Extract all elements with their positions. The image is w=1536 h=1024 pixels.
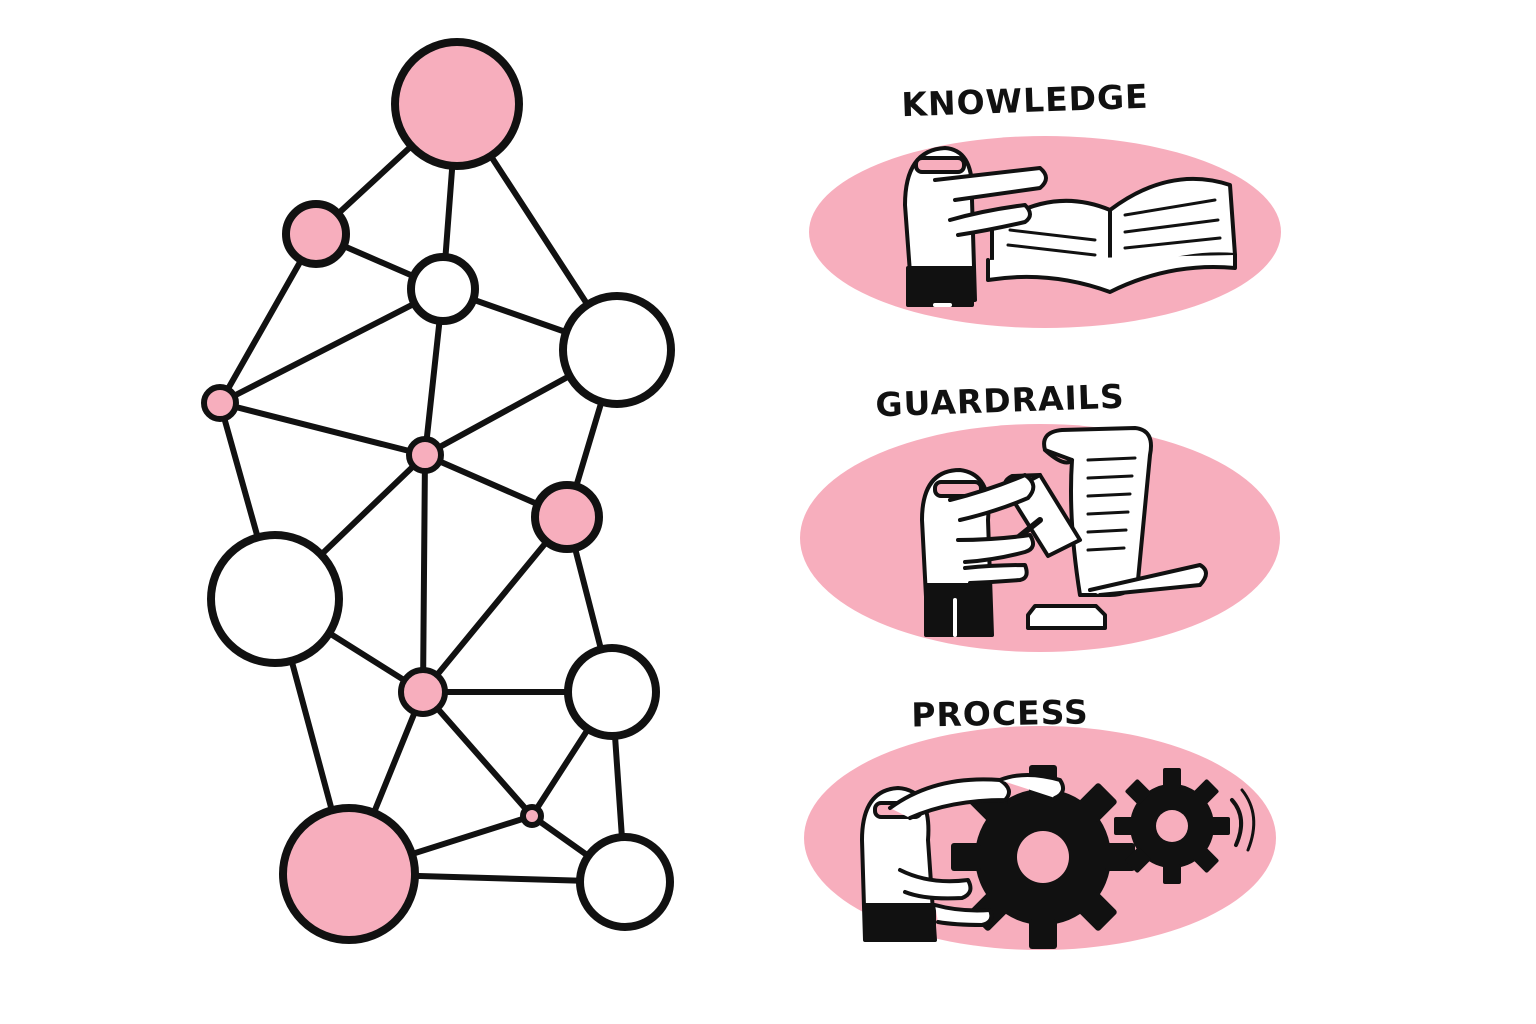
knowledge-section: KNOWLEDGE: [809, 76, 1281, 328]
network-node-pink: [406, 436, 444, 474]
network-node-pink: [282, 200, 350, 268]
guardrails-section: GUARDRAILS: [800, 376, 1280, 652]
network-node-white: [207, 531, 343, 667]
network-nodes: [201, 38, 675, 944]
network-diagram: [201, 38, 675, 944]
network-edge: [420, 452, 428, 695]
network-edge: [217, 400, 428, 458]
network-edge: [217, 286, 446, 406]
network-node-white: [407, 253, 479, 325]
scroll-icon: [920, 426, 1208, 637]
network-node-white: [559, 292, 675, 408]
book-icon: [903, 146, 1237, 307]
network-node-pink: [520, 804, 544, 828]
network-node-pink: [398, 667, 448, 717]
gears-icon: [860, 765, 1256, 949]
network-node-pink: [391, 38, 523, 170]
network-node-pink: [531, 481, 603, 553]
network-node-pink: [201, 384, 239, 422]
network-edge: [420, 689, 535, 819]
knowledge-title: KNOWLEDGE: [901, 77, 1149, 125]
network-node-white: [564, 644, 660, 740]
process-section: PROCESS: [804, 692, 1276, 950]
guardrails-title: GUARDRAILS: [875, 377, 1125, 425]
network-edge: [420, 514, 570, 695]
network-node-pink: [279, 804, 419, 944]
network-node-white: [576, 833, 674, 931]
